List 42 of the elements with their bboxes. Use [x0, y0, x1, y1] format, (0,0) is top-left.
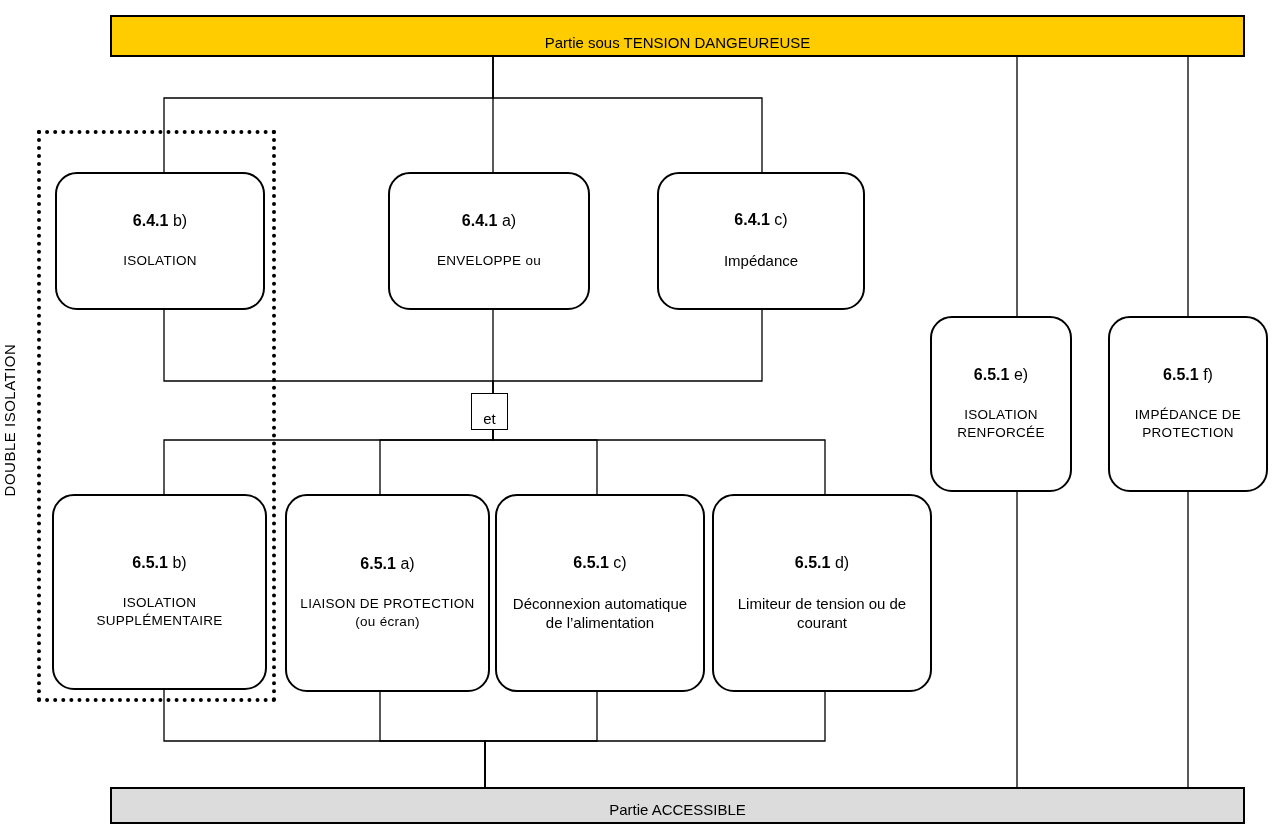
clause-number: 6.5.1 d) [794, 553, 850, 572]
box-label: IMPÉDANCE DE PROTECTION [1133, 406, 1243, 442]
box-label: Déconnexion automatique de l’alimentation [511, 593, 689, 633]
zone-bar [110, 787, 1245, 824]
rounded-box [495, 494, 705, 692]
box-label: LIAISON DE PROTECTION (ou écran) [299, 595, 476, 631]
box-label: ENVELOPPE ou [436, 252, 542, 270]
box-label: Impédance [723, 251, 799, 271]
connector-line [484, 691, 826, 788]
bar-label: Partie ACCESSIBLE [609, 801, 746, 818]
rounded-box [52, 494, 267, 690]
rounded-box [930, 316, 1072, 492]
group-title: DOUBLE ISOLATION [0, 342, 19, 499]
connector-line [492, 429, 826, 495]
clause-number: 6.5.1 e) [973, 366, 1029, 385]
box-label: ISOLATION SUPPLÉMENTAIRE [95, 594, 224, 630]
rounded-box [712, 494, 932, 692]
clause-number: 6.5.1 b) [132, 554, 187, 573]
zone-bar [110, 15, 1245, 57]
connector-line [1187, 56, 1189, 317]
bar-label: Partie sous TENSION DANGEUREUSE [544, 34, 811, 51]
rounded-box [55, 172, 265, 310]
clause-number: 6.5.1 a) [360, 555, 415, 574]
clause-number: 6.4.1 a) [461, 212, 517, 231]
clause-number: 6.5.1 f) [1163, 366, 1213, 385]
clause-number: 6.4.1 b) [132, 212, 188, 231]
connector-line [1187, 491, 1189, 788]
box-label: ISOLATION [123, 252, 197, 270]
connector-line [1016, 56, 1018, 317]
box-label: ISOLATION RENFORCÉE [956, 406, 1046, 442]
rounded-box [1108, 316, 1268, 492]
clause-number: 6.5.1 c) [573, 553, 627, 572]
clause-number: 6.4.1 c) [734, 211, 788, 230]
junction-label: et [483, 410, 496, 427]
rounded-box [285, 494, 490, 692]
rounded-box [657, 172, 865, 310]
connector-line [492, 309, 763, 394]
connector-line [1016, 491, 1018, 788]
connector-line [492, 56, 763, 173]
rounded-box [388, 172, 590, 310]
junction-box [471, 393, 508, 430]
box-label: Limiteur de tension ou de courant [736, 593, 908, 633]
